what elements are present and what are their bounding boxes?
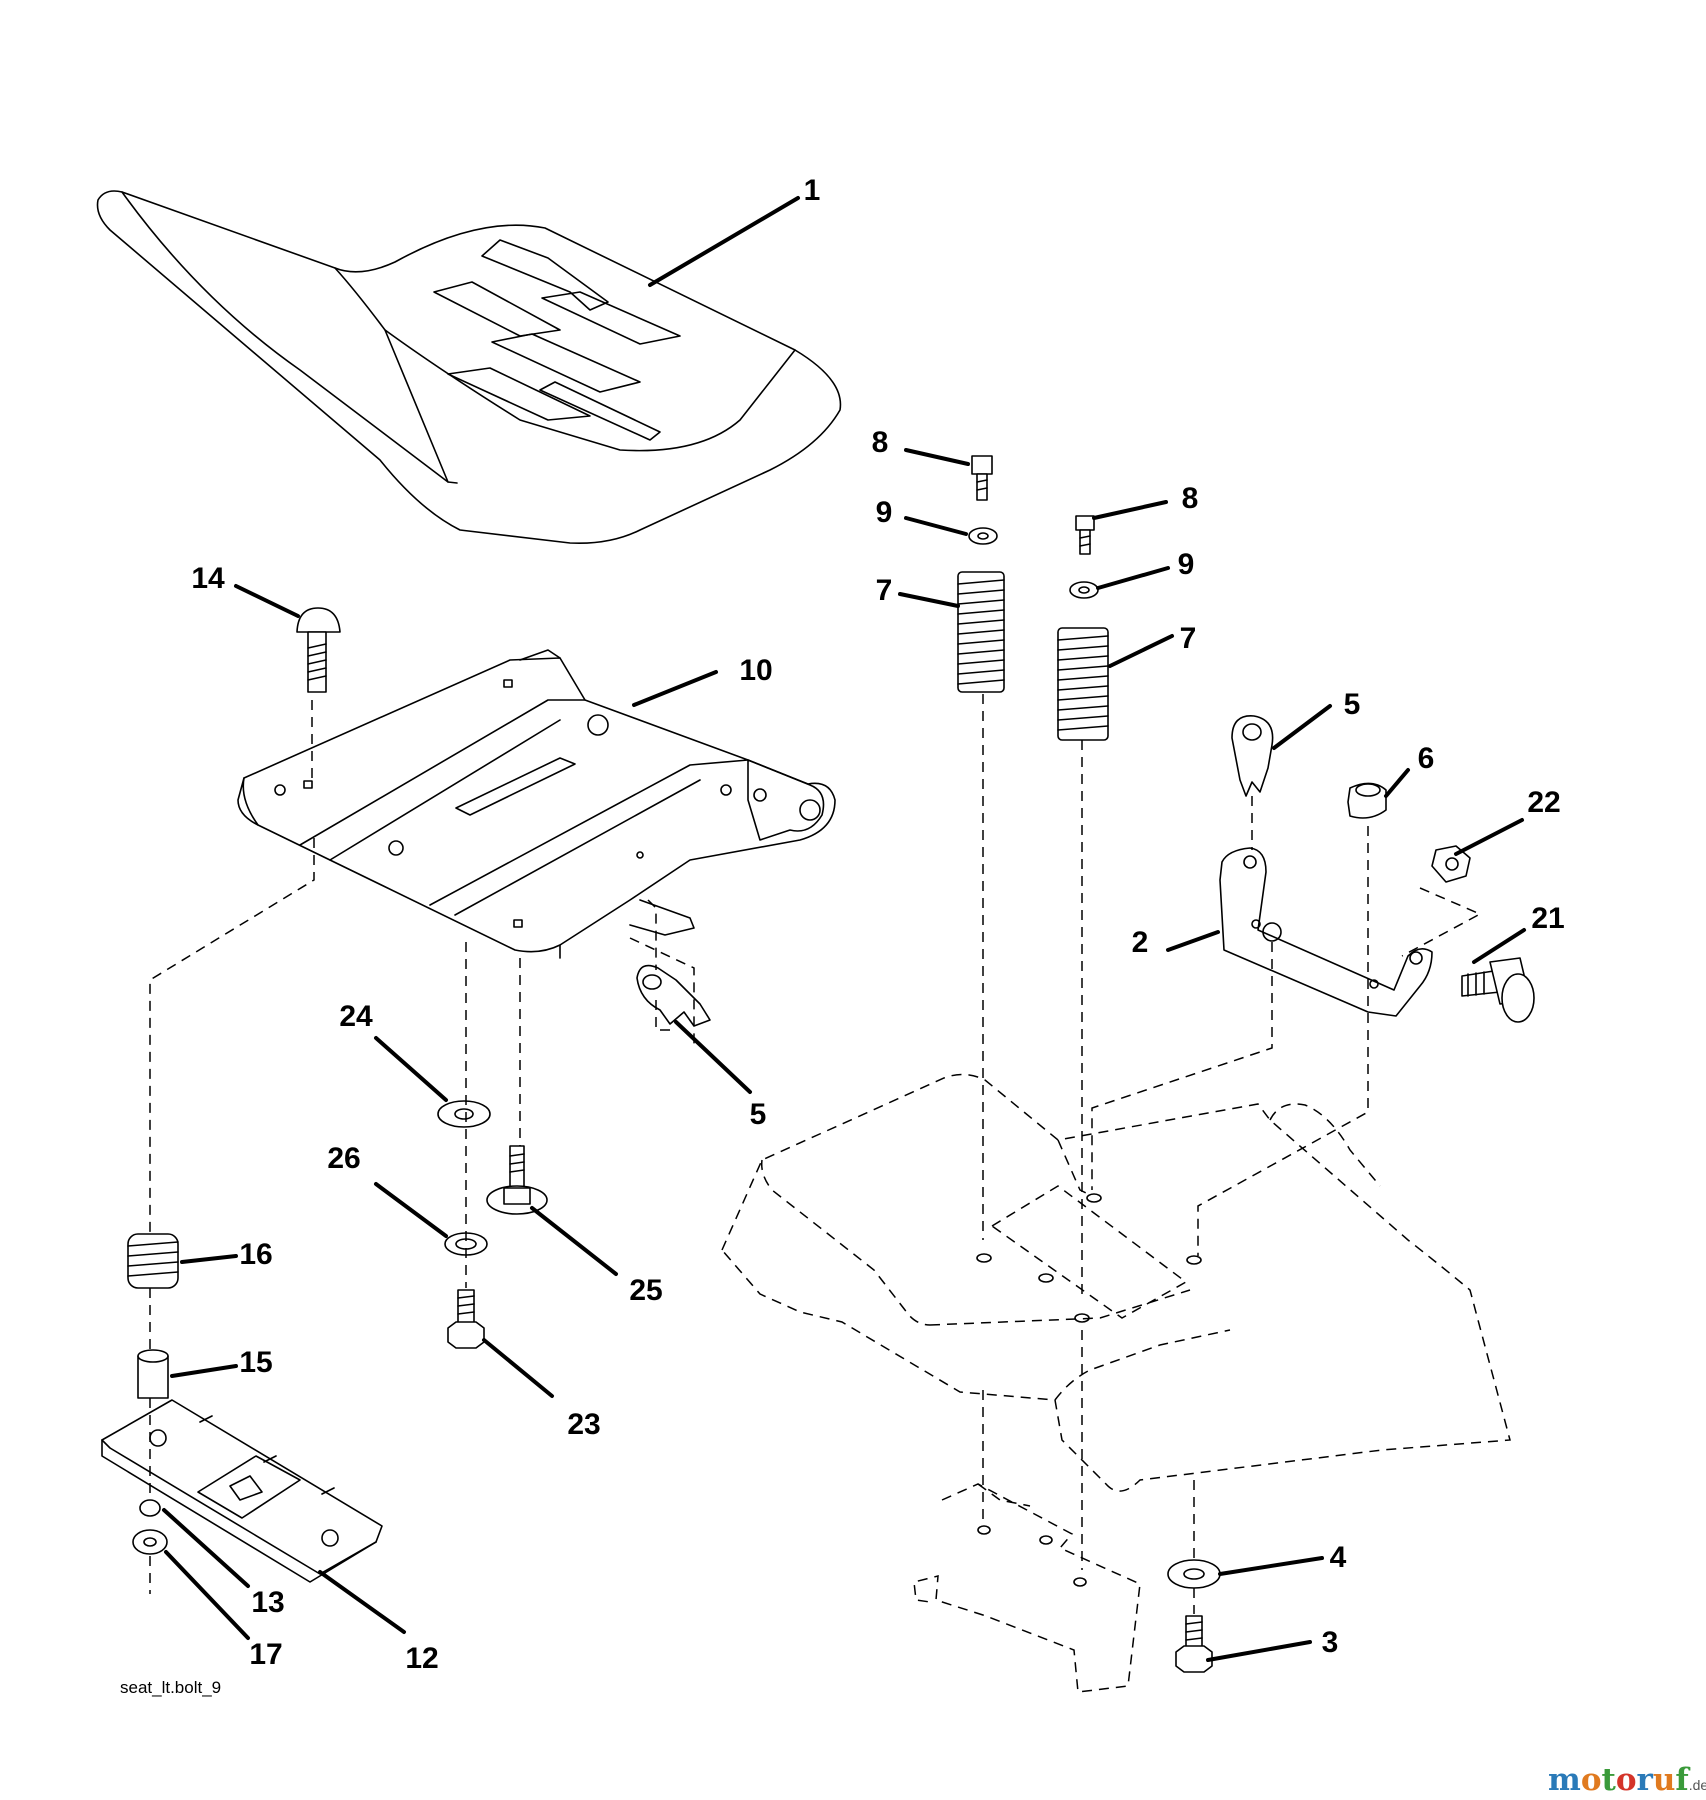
seat-part-1 <box>96 190 842 545</box>
spring-part-7-right <box>1057 627 1109 741</box>
clip-part-5-left <box>636 964 711 1027</box>
watermark-suffix: .de <box>1689 1777 1706 1793</box>
plate-part-12 <box>101 1399 383 1583</box>
nut-part-6 <box>1347 782 1387 819</box>
callout-9-right: 9 <box>1178 548 1195 581</box>
watermark-text: motoruf.de <box>1548 1762 1706 1798</box>
callout-14: 14 <box>191 562 225 595</box>
callout-7-right: 7 <box>1180 622 1197 655</box>
bolt-part-8-right <box>1075 515 1095 555</box>
callout-15: 15 <box>239 1346 272 1379</box>
callout-2: 2 <box>1132 926 1149 959</box>
callout-8-right: 8 <box>1182 482 1199 515</box>
washer-part-13 <box>139 1499 161 1517</box>
callout-22: 22 <box>1527 786 1560 819</box>
watermark-letter: r <box>1637 1762 1654 1798</box>
flange-nut-part-17 <box>132 1529 168 1555</box>
leader-lines <box>162 196 1526 1662</box>
shoulder-bolt-part-21 <box>1461 957 1535 1023</box>
callout-1: 1 <box>804 174 821 207</box>
washer-part-9-right <box>1069 581 1099 599</box>
callout-9-left: 9 <box>876 496 893 529</box>
washer-part-4 <box>1167 1559 1221 1589</box>
callout-13: 13 <box>251 1586 284 1619</box>
callout-25: 25 <box>629 1274 662 1307</box>
seat-pan-part-10 <box>237 649 836 959</box>
washer-part-24 <box>437 1100 491 1128</box>
callout-12: 12 <box>405 1642 438 1675</box>
callout-5-left: 5 <box>750 1098 767 1131</box>
motoruf-watermark: motoruf.de <box>1548 1762 1706 1798</box>
washer-part-9-left <box>968 527 998 545</box>
tractor-frame-phantom <box>721 1073 1511 1693</box>
callout-26: 26 <box>327 1142 360 1175</box>
diagram-filename: seat_lt.bolt_9 <box>120 1678 221 1697</box>
bolt-part-3 <box>1175 1615 1213 1673</box>
callout-24: 24 <box>339 1000 373 1033</box>
callout-17: 17 <box>249 1638 282 1671</box>
callout-21: 21 <box>1531 902 1564 935</box>
clip-part-5-right <box>1231 715 1274 797</box>
nut-part-22 <box>1431 845 1471 883</box>
shoulder-bolt-part-25 <box>486 1145 548 1215</box>
callout-8-left: 8 <box>872 426 889 459</box>
watermark-letter: f <box>1675 1762 1690 1798</box>
watermark-letter: t <box>1602 1762 1617 1798</box>
callout-16: 16 <box>239 1238 272 1271</box>
callout-23: 23 <box>567 1408 600 1441</box>
callout-7-left: 7 <box>876 574 893 607</box>
bolt-part-23 <box>447 1289 485 1349</box>
spacer-part-15 <box>137 1349 169 1399</box>
bracket-part-2 <box>1219 847 1433 1017</box>
watermark-letter: m <box>1548 1762 1581 1798</box>
carriage-bolt-part-14 <box>296 607 341 693</box>
watermark-letter: u <box>1653 1762 1676 1798</box>
callout-6: 6 <box>1418 742 1435 775</box>
bolt-part-8-left <box>971 455 993 501</box>
callout-5-right: 5 <box>1344 688 1361 721</box>
spring-part-7-left <box>957 571 1005 693</box>
watermark-letter: o <box>1581 1762 1602 1798</box>
callout-labels: 1 2 3 4 5 5 6 7 7 8 8 9 9 10 12 13 14 15… <box>191 174 1564 1675</box>
callout-4: 4 <box>1330 1541 1347 1574</box>
watermark-letter: o <box>1616 1762 1637 1798</box>
callout-10: 10 <box>739 654 772 687</box>
assembly-centerlines <box>149 694 1482 1614</box>
callout-3: 3 <box>1322 1626 1339 1659</box>
spring-part-16 <box>127 1233 179 1289</box>
